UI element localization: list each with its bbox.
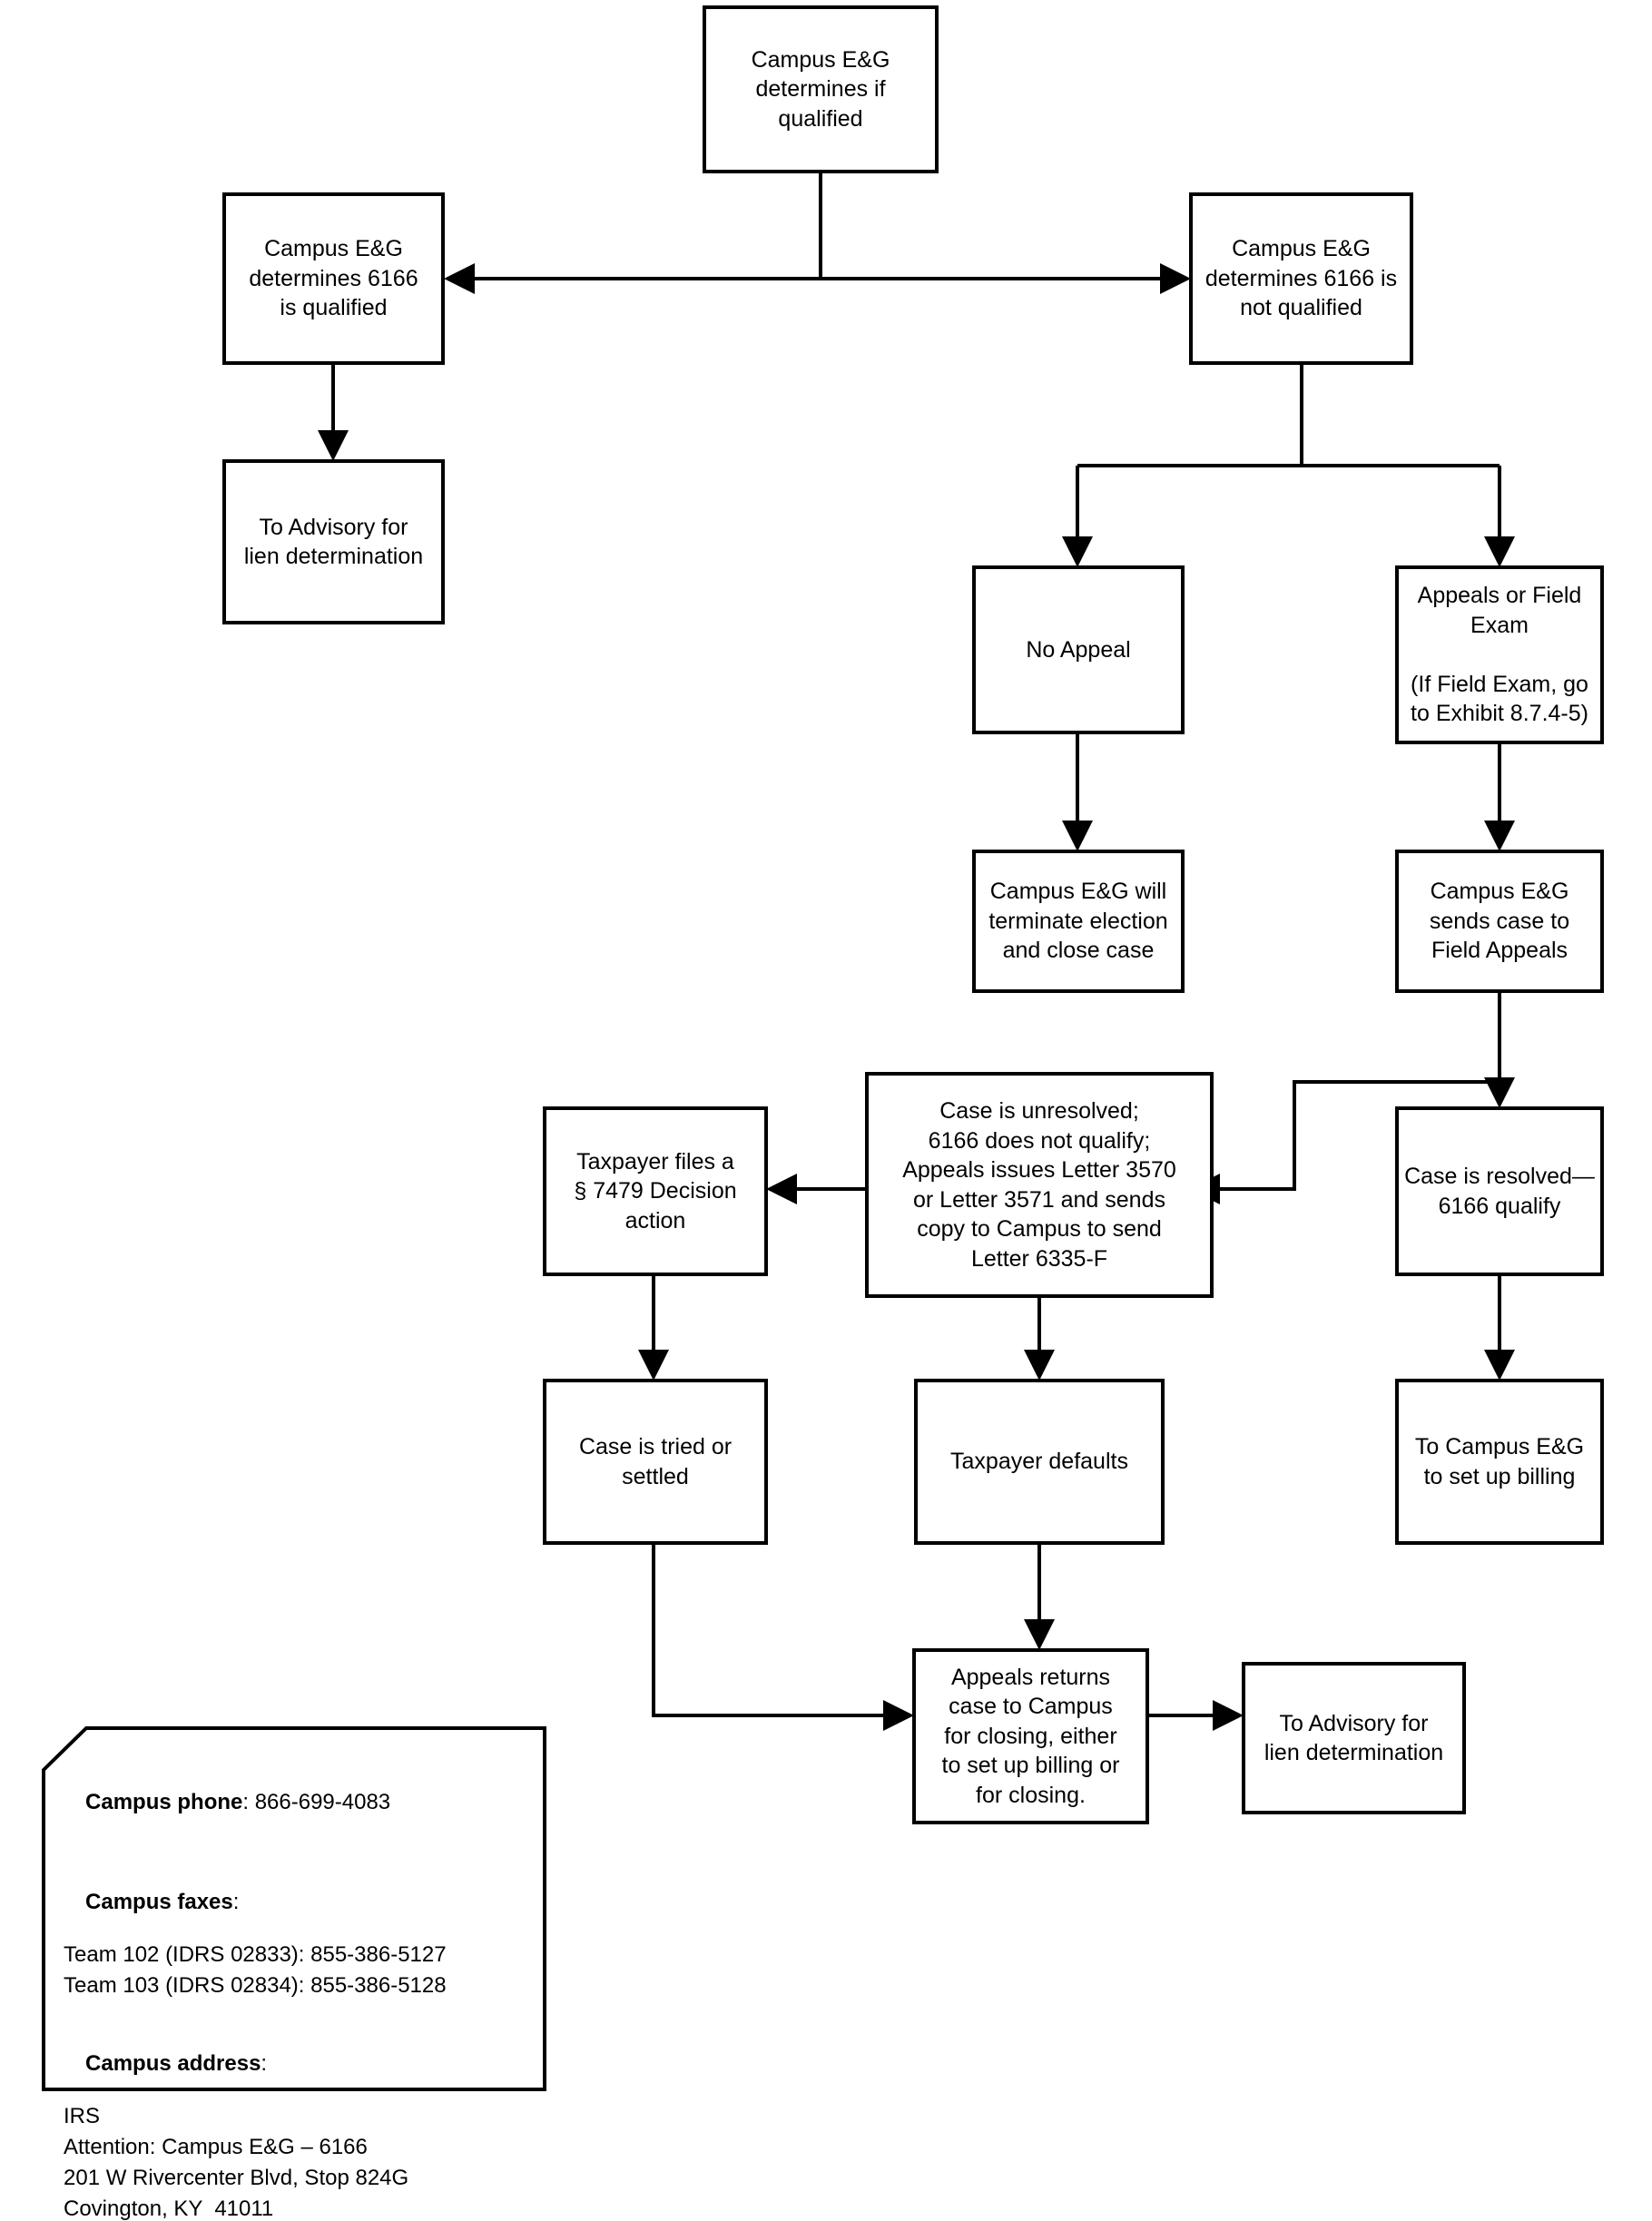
node-box-terminate[interactable] — [972, 850, 1185, 993]
legend-address-line-2: Attention: Campus E&G – 6166 — [64, 2135, 368, 2159]
node-box-not-qualified[interactable] — [1189, 192, 1413, 365]
legend-note: Campus phone: 866-699-4083 Campus faxes:… — [49, 1770, 539, 2220]
legend-phone-row: Campus phone: 866-699-4083 — [49, 1770, 539, 1835]
arrowhead-to-advisory-2 — [1213, 1700, 1244, 1731]
arrowhead-to-returns-case-top — [1024, 1619, 1055, 1650]
node-box-determine[interactable] — [703, 5, 939, 173]
node-box-advisory-lien-1[interactable] — [222, 459, 445, 624]
arrowhead-to-returns-case-left — [883, 1700, 914, 1731]
node-box-decision-action[interactable] — [543, 1106, 768, 1276]
flowchart-graphics — [42, 5, 1604, 2091]
legend-address-line-1: IRS — [64, 2104, 101, 2128]
node-box-advisory-lien-2[interactable] — [1242, 1662, 1466, 1814]
connector-tried-to-returns-case — [652, 1543, 891, 1717]
arrowhead-to-resolved — [1484, 1077, 1515, 1108]
node-box-tried-settled[interactable] — [543, 1379, 768, 1545]
legend-faxes-label: Campus faxes — [85, 1890, 233, 1914]
legend-faxes-header-row: Campus faxes: — [49, 1870, 539, 1935]
node-box-no-appeal[interactable] — [972, 565, 1185, 734]
arrowhead-to-not-qualified — [1160, 263, 1191, 294]
node-box-returns-case[interactable] — [912, 1648, 1149, 1824]
arrowhead-to-qualified — [444, 263, 475, 294]
node-box-resolved[interactable] — [1395, 1106, 1604, 1276]
node-box-qualified[interactable] — [222, 192, 445, 365]
arrowhead-to-advisory-1 — [318, 430, 349, 461]
arrowhead-to-decision-action — [766, 1174, 797, 1204]
node-box-unresolved[interactable] — [865, 1072, 1214, 1298]
legend-address-colon: : — [261, 2051, 268, 2076]
arrowhead-to-sends-case — [1484, 821, 1515, 851]
legend-phone-label: Campus phone — [85, 1790, 243, 1814]
node-box-setup-billing[interactable] — [1395, 1379, 1604, 1545]
legend-address-line-3: 201 W Rivercenter Blvd, Stop 824G — [64, 2166, 409, 2190]
arrowhead-to-appeals-field — [1484, 536, 1515, 567]
legend-fax-line-1: Team 102 (IDRS 02833): 855-386-5127 — [64, 1942, 447, 1967]
legend-callout-outline — [42, 1726, 546, 2091]
node-box-defaults[interactable] — [914, 1379, 1165, 1545]
legend-phone-value: : 866-699-4083 — [242, 1790, 391, 1814]
node-box-appeals-field[interactable] — [1395, 565, 1604, 744]
arrowhead-to-tried-settled — [638, 1350, 669, 1381]
node-box-sends-case[interactable] — [1395, 850, 1604, 993]
legend-fax-line-2: Team 103 (IDRS 02834): 855-386-5128 — [64, 1973, 447, 1998]
arrowhead-to-setup-billing — [1484, 1350, 1515, 1381]
legend-address-label: Campus address — [85, 2051, 261, 2076]
arrowhead-to-terminate — [1062, 821, 1093, 851]
legend-address-line-4: Covington, KY 41011 — [64, 2196, 274, 2221]
arrowhead-to-no-appeal — [1062, 536, 1093, 567]
flowchart-canvas: Campus E&G determines if qualified Campu… — [42, 5, 1604, 2220]
legend-faxes-colon: : — [232, 1890, 240, 1914]
connector-sends-case-to-unresolved — [1212, 1080, 1500, 1191]
legend-address-header-row: Campus address: — [49, 2031, 539, 2097]
arrowhead-to-defaults — [1024, 1350, 1055, 1381]
